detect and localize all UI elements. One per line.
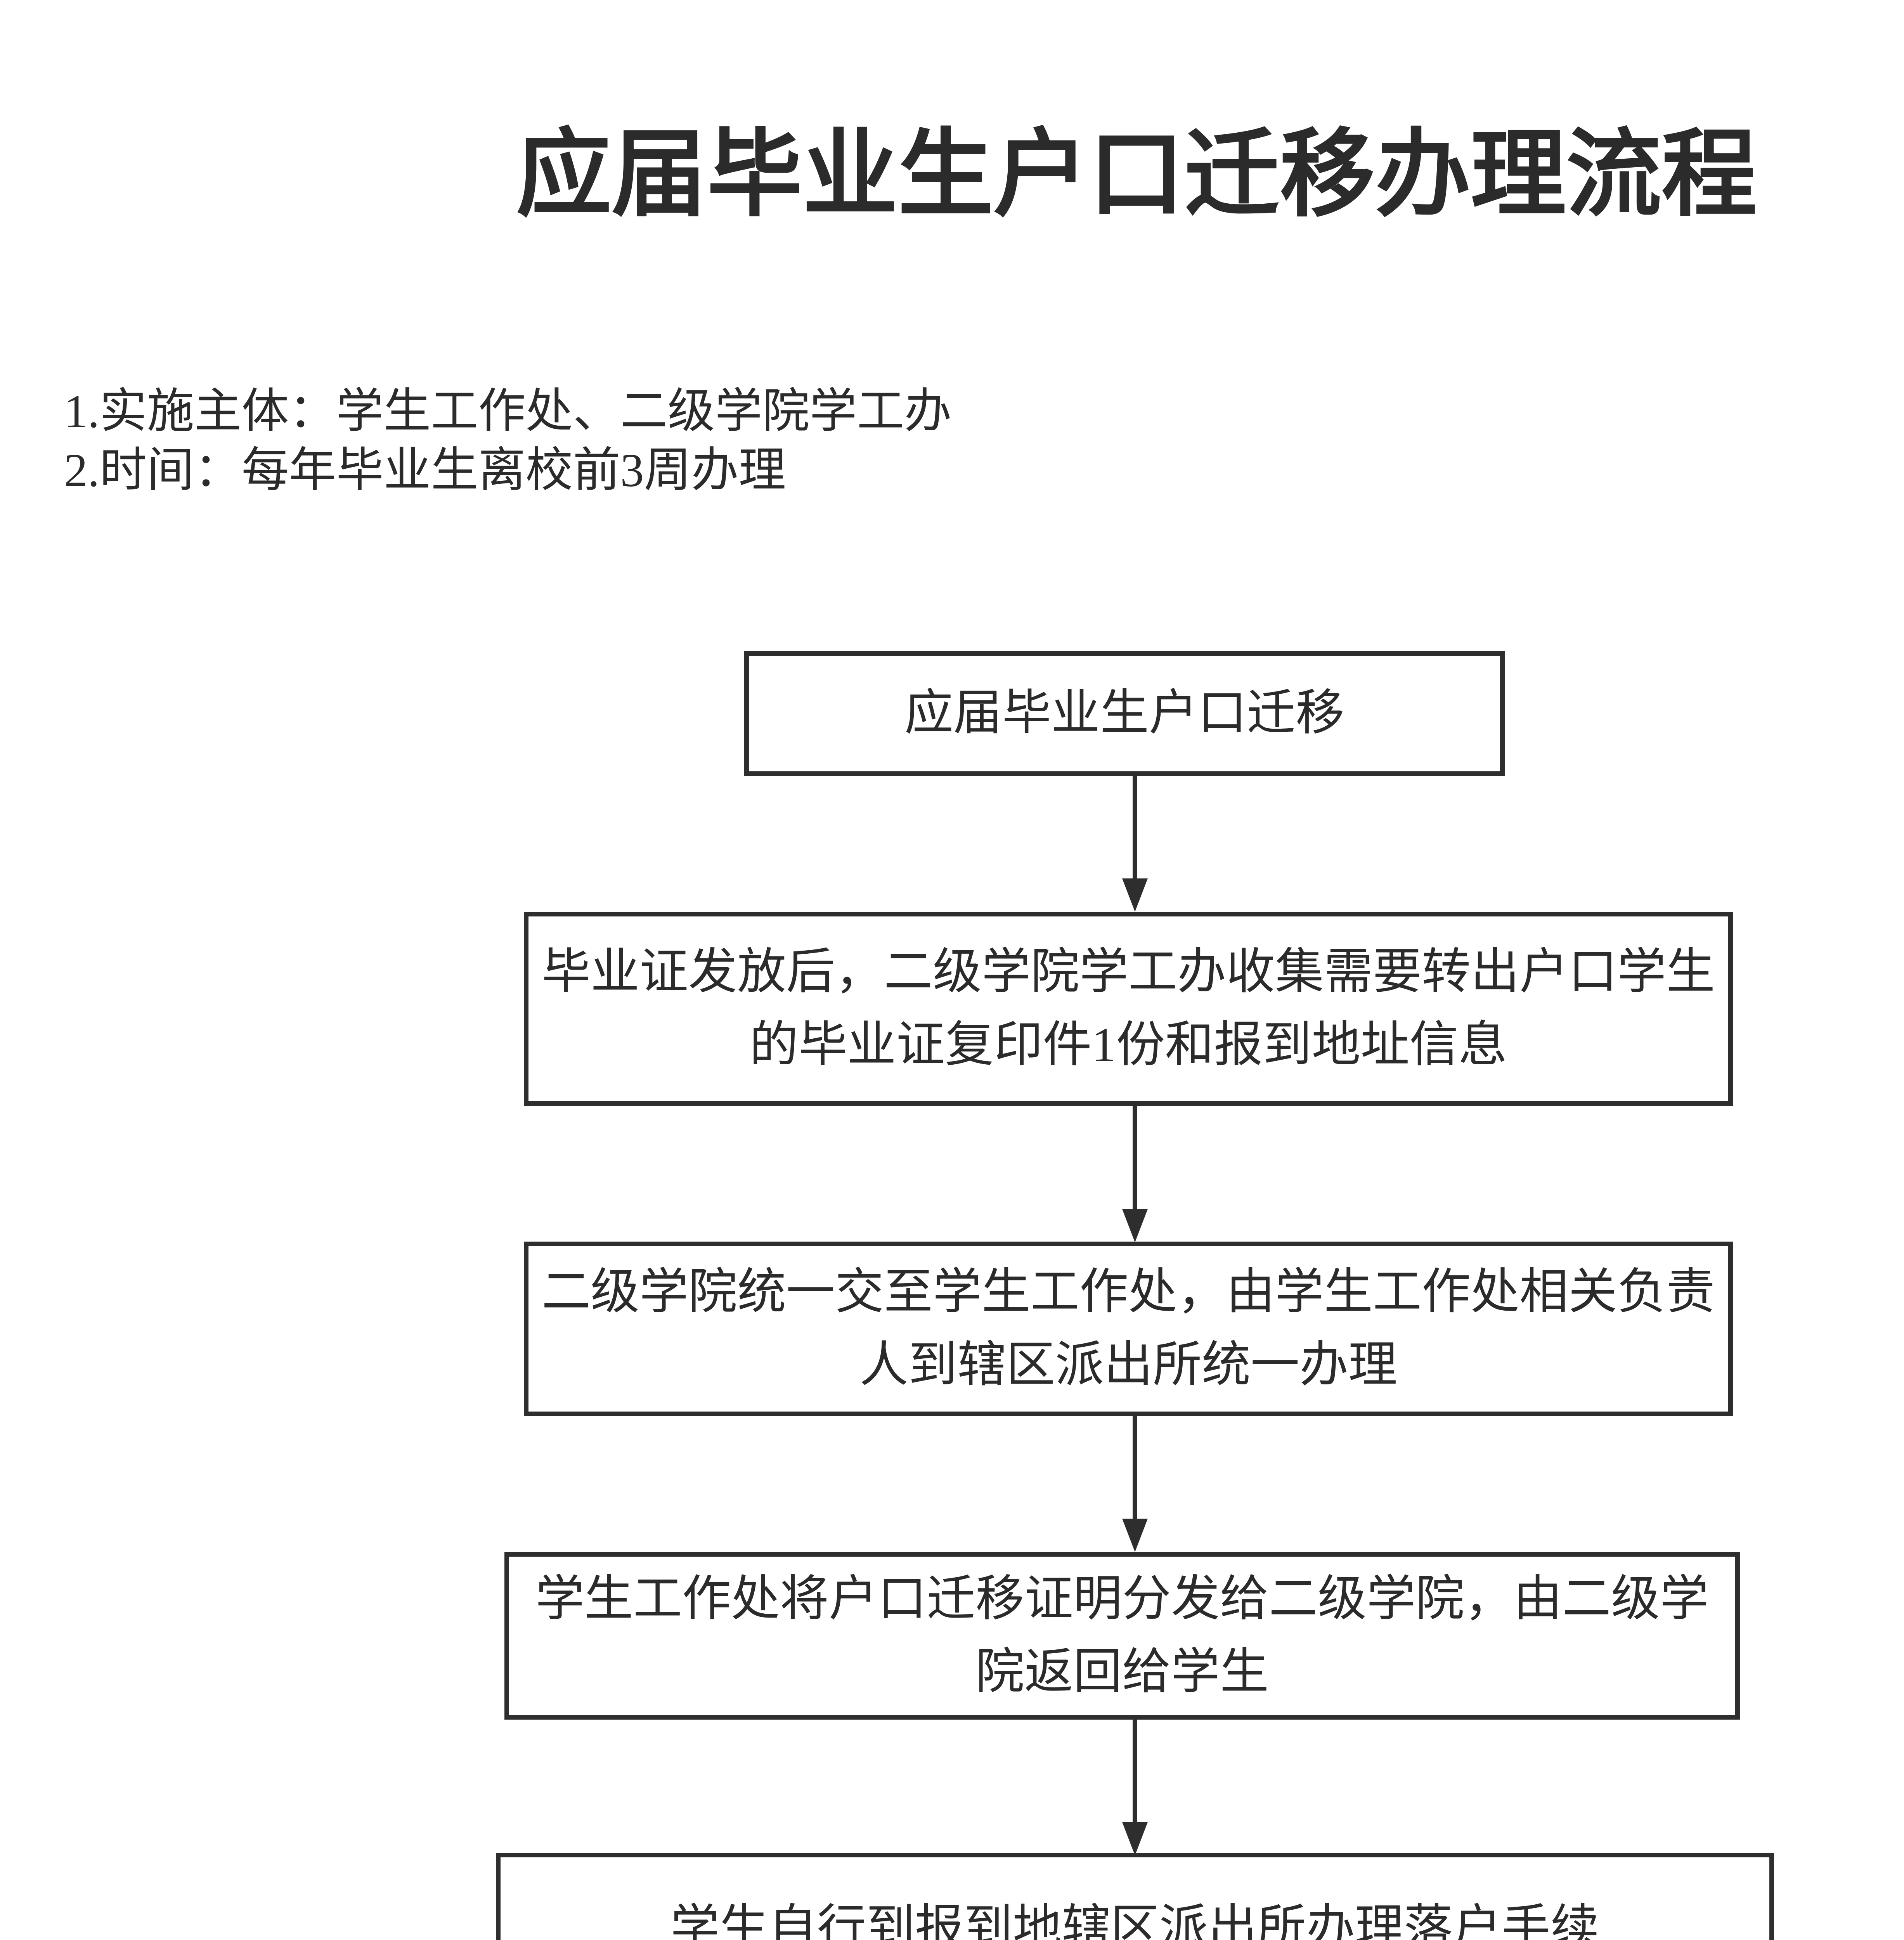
connector-arrow-3 bbox=[1122, 1415, 1148, 1552]
arrow-line bbox=[1133, 775, 1137, 878]
flow-node-distribute-certificates: 学生工作处将户口迁移证明分发给二级学院，由二级学 院返回给学生 bbox=[504, 1552, 1740, 1720]
notes-block: 1.实施主体：学生工作处、二级学院学工办 2.时间：每年毕业生离校前3周办理 bbox=[64, 382, 952, 500]
connector-arrow-4 bbox=[1122, 1719, 1148, 1855]
arrow-line bbox=[1133, 1415, 1137, 1519]
arrowhead-down-icon bbox=[1122, 878, 1148, 912]
arrowhead-down-icon bbox=[1122, 1822, 1148, 1855]
flow-node-submit-to-student-affairs: 二级学院统一交至学生工作处，由学生工作处相关负责 人到辖区派出所统一办理 bbox=[524, 1242, 1733, 1416]
page-title: 应届毕业生户口迁移办理流程 bbox=[516, 123, 1757, 228]
flow-node-end: 学生自行到报到地辖区派出所办理落户手续 bbox=[496, 1853, 1774, 1940]
flow-node-collect-documents: 毕业证发放后，二级学院学工办收集需要转出户口学生 的毕业证复印件1份和报到地址信… bbox=[524, 912, 1733, 1106]
connector-arrow-2 bbox=[1122, 1106, 1148, 1242]
arrow-line bbox=[1133, 1106, 1137, 1209]
arrowhead-down-icon bbox=[1122, 1519, 1148, 1552]
arrowhead-down-icon bbox=[1122, 1209, 1148, 1242]
note-line-time: 2.时间：每年毕业生离校前3周办理 bbox=[64, 444, 786, 497]
connector-arrow-1 bbox=[1122, 775, 1148, 912]
flow-node-start: 应届毕业生户口迁移 bbox=[744, 651, 1505, 776]
arrow-line bbox=[1133, 1719, 1137, 1822]
note-line-implementer: 1.实施主体：学生工作处、二级学院学工办 bbox=[64, 385, 952, 438]
